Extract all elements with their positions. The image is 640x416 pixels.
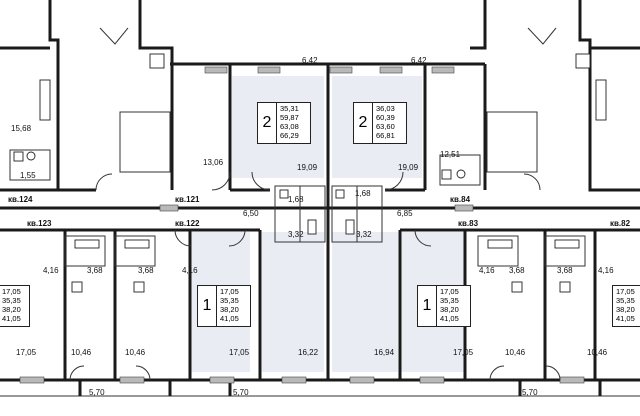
- area-value: 66,81: [376, 131, 395, 140]
- area-value: 17,05: [2, 287, 21, 296]
- dimension-label: 5,70: [233, 388, 249, 397]
- dimension-label: 10,46: [587, 348, 608, 357]
- fixtures: [13, 53, 607, 293]
- dimension-label: 10,46: [71, 348, 92, 357]
- area-value: 17,05: [440, 287, 459, 296]
- room-count: 1: [202, 297, 212, 314]
- dimension-label: 3,68: [509, 266, 525, 275]
- area-value: 17,05: [220, 287, 239, 296]
- area-value: 38,20: [220, 305, 239, 314]
- dimension-label: 4,16: [479, 266, 495, 275]
- dimension-label: 6,85: [397, 209, 413, 218]
- area-value: 35,35: [2, 296, 21, 305]
- dimension-label: 19,09: [297, 163, 318, 172]
- dimension-label: 3,32: [356, 230, 372, 239]
- dimension-label: 5,70: [89, 388, 105, 397]
- area-value: 41,05: [440, 314, 459, 323]
- dimension-label: 10,46: [125, 348, 146, 357]
- area-value: 35,35: [220, 296, 239, 305]
- dimension-label: 16,22: [298, 348, 319, 357]
- area-value: 38,20: [440, 305, 459, 314]
- dimension-label: 17,05: [453, 348, 474, 357]
- apartment-label-124: кв.124: [8, 195, 33, 204]
- area-box-partial-right: 17,05 35,35 38,20 41,05: [612, 285, 640, 327]
- dimension-label: 15,68: [11, 124, 32, 133]
- window-hatches: [19, 66, 585, 384]
- walls: [0, 0, 640, 397]
- area-value: 38,20: [616, 305, 635, 314]
- area-value: 63,60: [376, 122, 395, 131]
- apartment-label-122: кв.122: [175, 219, 200, 228]
- area-value: 63,08: [280, 122, 299, 131]
- dimension-label: 13,06: [203, 158, 224, 167]
- room-count: 2: [358, 114, 368, 131]
- area-value: 41,05: [616, 314, 635, 323]
- dimension-label: 5,70: [522, 388, 538, 397]
- area-value: 60,39: [376, 113, 395, 122]
- apartment-label-83: кв.83: [458, 219, 479, 228]
- dimension-label: 10,46: [505, 348, 526, 357]
- area-value: 59,87: [280, 113, 299, 122]
- area-value: 36,03: [376, 104, 395, 113]
- area-value: 38,20: [2, 305, 21, 314]
- dimension-label: 1,68: [288, 195, 304, 204]
- apartment-label-123: кв.123: [27, 219, 52, 228]
- area-value: 41,05: [220, 314, 239, 323]
- area-box-2-right: 2 36,03 60,39 63,60 66,81: [353, 102, 407, 144]
- area-value: 35,35: [440, 296, 459, 305]
- area-value: 17,05: [616, 287, 635, 296]
- area-value: 66,29: [280, 131, 299, 140]
- dimension-label: 3,68: [87, 266, 103, 275]
- dimension-label: 4,16: [43, 266, 59, 275]
- area-value: 35,31: [280, 104, 299, 113]
- apartment-label-84: кв.84: [450, 195, 471, 204]
- area-box-1-right: 1 17,05 35,35 38,20 41,05: [417, 285, 471, 327]
- dimension-label: 17,05: [16, 348, 37, 357]
- area-box-partial-left: 17,05 35,35 38,20 41,05: [0, 285, 30, 327]
- room-count: 2: [262, 114, 272, 131]
- area-value: 41,05: [2, 314, 21, 323]
- corridor-left: [262, 232, 324, 372]
- apartment-label-82: кв.82: [610, 219, 631, 228]
- dimension-label: 4,16: [182, 266, 198, 275]
- dimension-label: 4,16: [598, 266, 614, 275]
- area-box-2-left: 2 35,31 59,87 63,08 66,29: [257, 102, 311, 144]
- room-count: 1: [422, 297, 432, 314]
- dimension-label: 16,94: [374, 348, 395, 357]
- dimension-label: 3,68: [138, 266, 154, 275]
- dimension-label: 3,68: [557, 266, 573, 275]
- area-box-1-left: 1 17,05 35,35 38,20 41,05: [197, 285, 251, 327]
- corridor-right: [332, 232, 398, 372]
- dimension-label: 17,05: [229, 348, 250, 357]
- door-swings: [69, 27, 561, 381]
- apartment-label-121: кв.121: [175, 195, 200, 204]
- dimension-label: 6,50: [243, 209, 259, 218]
- dimension-label: 3,32: [288, 230, 304, 239]
- dimension-label: 19,09: [398, 163, 419, 172]
- dimension-label: 1,68: [355, 189, 371, 198]
- dimension-label: 1,55: [20, 171, 36, 180]
- dimension-label: 6,42: [302, 56, 318, 65]
- area-value: 35,35: [616, 296, 635, 305]
- dimension-label: 6,42: [411, 56, 427, 65]
- dimension-label: 12,51: [440, 150, 461, 159]
